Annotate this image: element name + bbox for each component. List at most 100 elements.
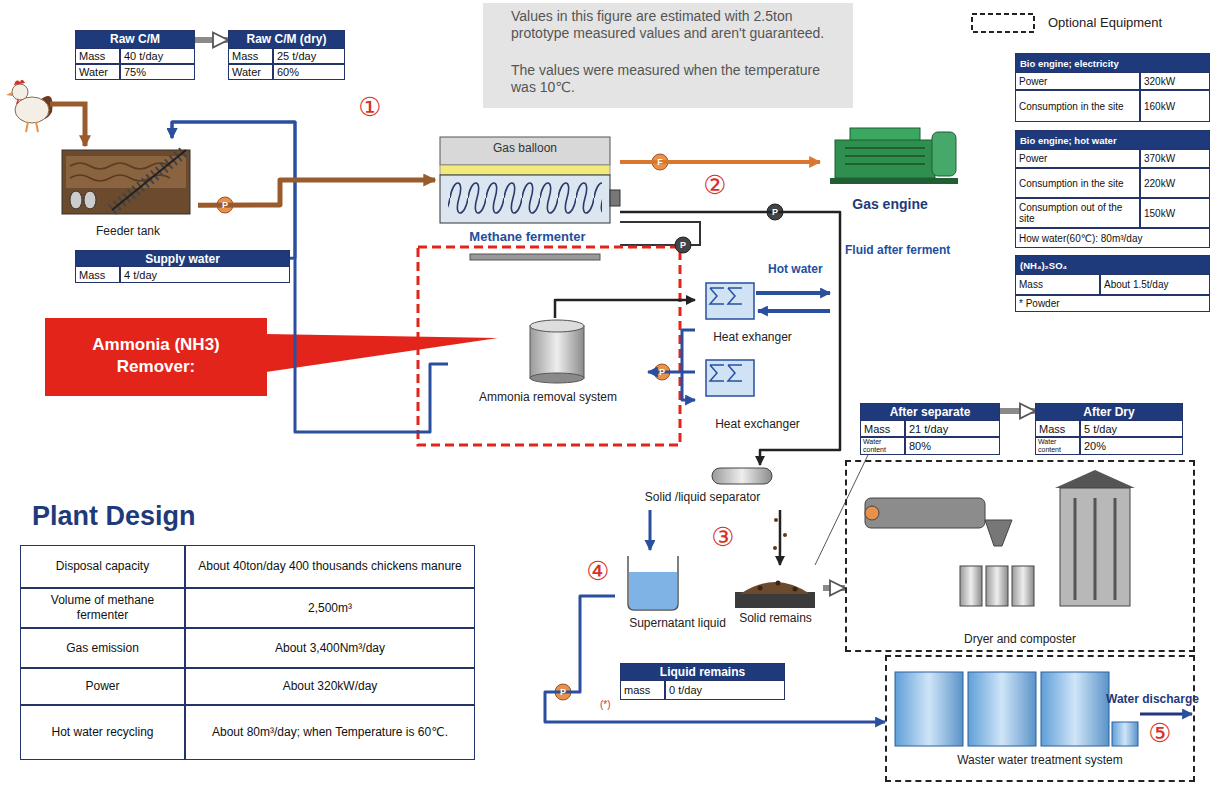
table-cell: * Powder (1015, 295, 1210, 312)
pipe-connector (620, 212, 840, 465)
table-header: (NH₄)₂SO₄ (1016, 256, 1209, 275)
table-cell: Consumption out of the site (1015, 198, 1140, 228)
table-cell: 20% (1080, 437, 1183, 455)
table-cell: About 1.5t/day (1100, 274, 1210, 295)
table-cell: Consumption in the site (1015, 90, 1140, 122)
table-header: Bio engine; hot water (1016, 131, 1209, 150)
table-cell: Mass (1035, 420, 1080, 437)
equipment-unit: Gas balloonMethane fermenter (435, 135, 620, 250)
equipment-unit: Heat exchanger (695, 355, 820, 437)
table-header: After Dry (1036, 404, 1182, 421)
feeder-tank-drawing (62, 150, 190, 214)
legend-sample (972, 14, 1034, 32)
pump-letter: P (218, 198, 232, 212)
table-header: After separate (861, 404, 999, 421)
section-heading: Plant Design (32, 500, 196, 532)
unit-caption: Methane fermenter (435, 229, 620, 245)
table-cell: Power (1015, 72, 1140, 90)
unit-caption: Gas engine (820, 196, 960, 213)
unit-caption: Supernatant liquid (615, 616, 740, 631)
table-header: Raw C/M (76, 31, 194, 48)
table-cell: About 3,400Nm³/day (185, 628, 475, 668)
table-cell: 4 t/day (120, 266, 290, 283)
table-cell: 75% (120, 64, 195, 80)
table-cell: 150kW (1140, 198, 1210, 228)
table-cell: 5 t/day (1080, 420, 1183, 437)
unit-caption: Ammonia (NH3) Remover: (81, 334, 231, 378)
table-cell: Water content (860, 437, 905, 455)
note-box: Values in this figure are estimated with… (483, 3, 853, 108)
ammonia-removal-drawing (530, 320, 584, 383)
table-cell: Water (228, 64, 273, 80)
chicken-icon (6, 80, 53, 132)
pipe-connector (682, 330, 695, 400)
pump-letter: F (653, 155, 667, 169)
equipment-unit: Ammonia removal system (448, 318, 648, 410)
flow-label: Water discharge (1106, 692, 1206, 708)
table-cell: 370kW (1140, 149, 1210, 168)
pipe-connector (648, 370, 695, 373)
pipe-connector (555, 300, 695, 318)
unit-caption: Heat exhanger (695, 330, 810, 345)
table-cell: Mass (75, 266, 120, 283)
equipment-unit: Gas engine (820, 118, 960, 218)
callout-number: ③ (708, 522, 738, 552)
note-text: Values in this figure are estimated with… (511, 8, 847, 42)
pump-letter: P (655, 365, 669, 379)
pump-letter: P (676, 238, 690, 252)
equipment-unit: Solid remains (728, 565, 823, 630)
table-cell: 320kW (1140, 72, 1210, 90)
unit-caption: Gas balloon (440, 139, 610, 157)
connector-label: Fluid after ferment (845, 243, 950, 258)
table-cell: Mass (1015, 274, 1100, 295)
table-cell: How water(60℃): 80m³/day (1015, 228, 1210, 248)
pump-letter: P (768, 205, 782, 219)
table-cell: Mass (228, 48, 273, 64)
leader-line (815, 455, 868, 565)
solid-remains-pile (735, 581, 815, 609)
table-cell: Gas emission (20, 628, 185, 668)
equipment-unit: Heat exhanger (695, 280, 810, 348)
table-cell: Consumption in the site (1015, 168, 1140, 198)
pipe-connector (198, 180, 435, 205)
unit-caption: Solid remains (728, 611, 823, 626)
table-cell: Power (1015, 149, 1140, 168)
callout-box: Ammonia (NH3) Remover: (45, 318, 267, 396)
table-cell: About 80m³/day; when Temperature is 60℃. (185, 705, 475, 760)
flow-label: Hot water (768, 262, 836, 278)
callout-number: ② (700, 170, 730, 200)
pipe-connector (823, 585, 845, 591)
table-cell: Water (75, 64, 120, 80)
table-cell: 220kW (1140, 168, 1210, 198)
table-cell: 0 t/day (665, 680, 785, 700)
table-header: Raw C/M (dry) (229, 31, 344, 48)
callout-number: ① (355, 92, 385, 122)
ammonia-region-box (418, 247, 680, 445)
legend-text: Optional Equipment (1048, 15, 1162, 30)
table-cell: 80% (905, 437, 1000, 455)
wastewater-tanks (895, 672, 1192, 746)
callout-number: ④ (583, 556, 613, 586)
table-cell: About 40ton/day 400 thousands chickens m… (185, 545, 475, 588)
table-cell: Disposal capacity (20, 545, 185, 588)
table-cell: 25 t/day (273, 48, 345, 64)
flow-label: (*) (600, 698, 622, 712)
table-cell: 2,500m³ (185, 588, 475, 628)
table-cell: Volume of methane fermenter (20, 588, 185, 628)
pipe-connector (195, 37, 228, 43)
unit-caption: Dryer and composter (847, 632, 1193, 647)
table-cell: 21 t/day (905, 420, 1000, 437)
table-cell: About 320kW/day (185, 668, 475, 705)
equipment-unit: Supernatant liquid (615, 550, 740, 642)
callout-pointer (266, 334, 498, 372)
unit-caption: Solid /liquid separator (605, 490, 800, 505)
pipe-connector (1000, 408, 1035, 414)
unit-caption: Ammonia removal system (448, 390, 648, 405)
supernatant-beaker (628, 556, 678, 610)
pipe-connector (545, 596, 885, 722)
table-cell: Power (20, 668, 185, 705)
pipe-connector (779, 510, 782, 565)
pump-letter: P (556, 685, 570, 699)
pipe-connector (620, 160, 820, 164)
table-cell: 40 t/day (120, 48, 195, 64)
